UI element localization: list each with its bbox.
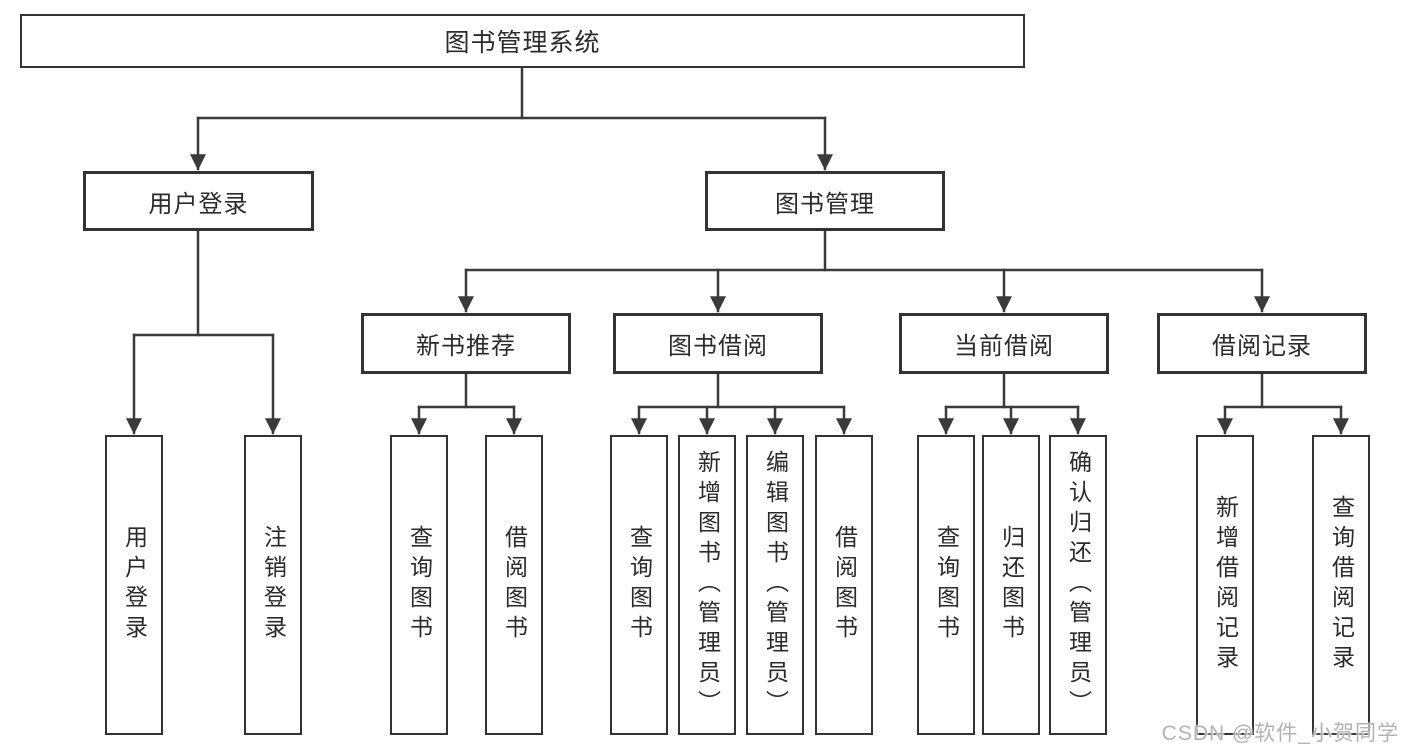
node-root-label: 图书管理系统	[444, 29, 601, 57]
leaf-newbooks-borrow-label: 借阅图书	[501, 525, 528, 645]
node-book-management-label: 图书管理	[775, 190, 875, 218]
leaf-borrow-query-books-label: 查询图书	[626, 525, 653, 645]
leaf-logout: 注销登录	[244, 435, 302, 735]
node-current-borrowing: 当前借阅	[899, 313, 1109, 374]
leaf-newbooks-borrow: 借阅图书	[485, 435, 543, 735]
leaf-records-add: 新增借阅记录	[1196, 435, 1254, 735]
leaf-current-confirm-return-admin: 确认归还（管理员）	[1049, 435, 1107, 735]
leaf-current-return-books-label: 归还图书	[998, 525, 1025, 645]
leaf-current-query-books-label: 查询图书	[933, 525, 960, 645]
leaf-user-login-label: 用户登录	[121, 525, 148, 645]
node-new-book-recommend: 新书推荐	[361, 313, 571, 374]
leaf-records-query: 查询借阅记录	[1312, 435, 1370, 735]
leaf-user-login: 用户登录	[105, 435, 163, 735]
node-book-management: 图书管理	[705, 171, 945, 231]
node-root: 图书管理系统	[20, 14, 1025, 68]
leaf-current-confirm-return-admin-label: 确认归还（管理员）	[1065, 450, 1092, 720]
leaf-records-add-label: 新增借阅记录	[1212, 495, 1239, 675]
csdn-watermark: CSDN @软件_小贺同学	[1161, 722, 1399, 745]
node-current-borrowing-label: 当前借阅	[954, 333, 1054, 360]
leaf-current-query-books: 查询图书	[917, 435, 975, 735]
leaf-borrow-borrow-books: 借阅图书	[815, 435, 873, 735]
leaf-newbooks-query: 查询图书	[390, 435, 448, 735]
node-borrowing-records-label: 借阅记录	[1212, 333, 1312, 360]
leaf-borrow-borrow-books-label: 借阅图书	[831, 525, 858, 645]
leaf-logout-label: 注销登录	[260, 525, 287, 645]
leaf-records-query-label: 查询借阅记录	[1328, 495, 1355, 675]
leaf-newbooks-query-label: 查询图书	[406, 525, 433, 645]
node-book-borrowing-label: 图书借阅	[668, 333, 768, 360]
leaf-borrow-edit-books-admin: 编辑图书（管理员）	[746, 435, 804, 735]
leaf-borrow-add-books-admin-label: 新增图书（管理员）	[694, 450, 721, 720]
leaf-current-return-books: 归还图书	[982, 435, 1040, 735]
node-book-borrowing: 图书借阅	[613, 313, 823, 374]
node-new-book-recommend-label: 新书推荐	[416, 333, 516, 360]
node-borrowing-records: 借阅记录	[1157, 313, 1367, 374]
leaf-borrow-add-books-admin: 新增图书（管理员）	[678, 435, 736, 735]
leaf-borrow-query-books: 查询图书	[610, 435, 668, 735]
node-user-login-group: 用户登录	[83, 171, 314, 231]
leaf-borrow-edit-books-admin-label: 编辑图书（管理员）	[762, 450, 789, 720]
node-user-login-group-label: 用户登录	[148, 190, 249, 218]
